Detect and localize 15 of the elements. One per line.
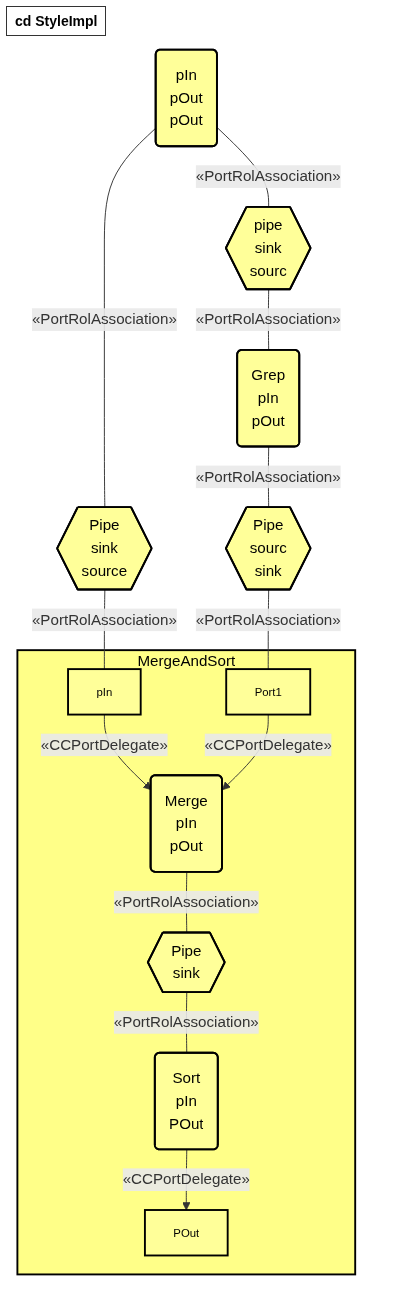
edge-label: «PortRolAssociation»	[31, 311, 177, 328]
edge-label: «PortRolAssociation»	[195, 311, 341, 328]
edge-label: «PortRolAssociation»	[113, 1013, 259, 1031]
edge-label: «PortRolAssociation»	[31, 611, 177, 628]
edge-label: «PortRolAssociation»	[113, 893, 259, 910]
edge-label: «PortRolAssociation»	[195, 611, 341, 628]
node-box: pIn	[67, 668, 142, 716]
edge-label: «CCPortDelegate»	[40, 736, 168, 753]
edge-label: «CCPortDelegate»	[204, 736, 332, 753]
diagram-title: cd StyleImpl	[6, 6, 107, 36]
node-box: Port1	[225, 668, 312, 716]
node-box: POut	[143, 1209, 229, 1257]
edge-label: «PortRolAssociation»	[195, 167, 341, 185]
edge-label: «PortRolAssociation»	[195, 468, 341, 485]
edge-label: «CCPortDelegate»	[122, 1171, 250, 1188]
